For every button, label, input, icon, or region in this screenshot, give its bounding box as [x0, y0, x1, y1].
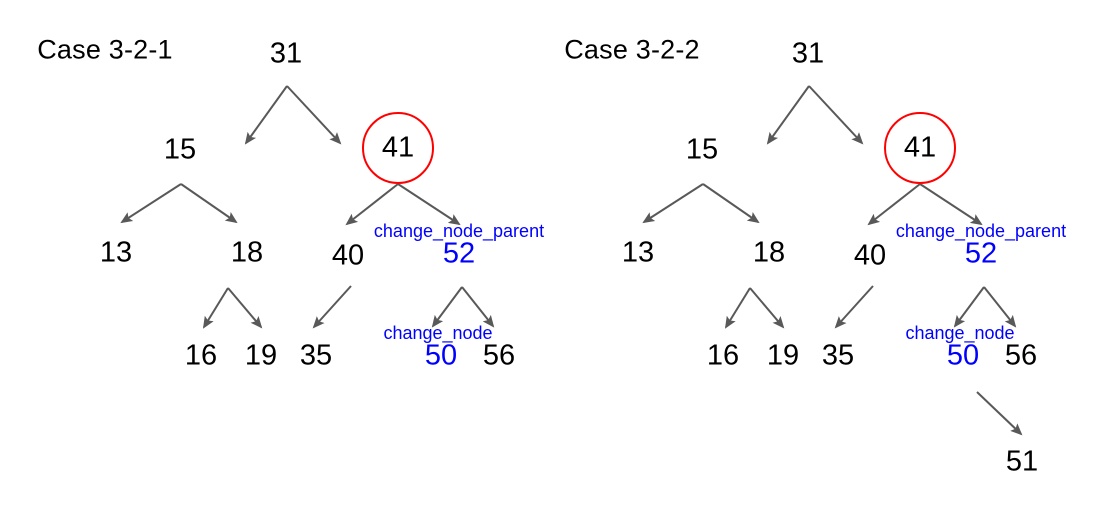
tree-edge-arrow	[180, 183, 238, 224]
tree-edge-arrow	[702, 183, 760, 224]
tree-edge-arrow	[919, 183, 983, 226]
tree-edge-arrow	[953, 286, 985, 328]
tree-node-15: 15	[685, 133, 719, 166]
tree-node-52: 52	[964, 237, 998, 270]
tree-node-18: 18	[230, 236, 264, 269]
tree-edge-arrow	[397, 183, 461, 226]
tree-edge-arrow	[345, 183, 399, 226]
tree-edge-arrow	[808, 85, 864, 145]
tree-edge-arrow	[976, 391, 1023, 436]
panel-title-case-3-2-1: Case 3-2-1	[37, 34, 173, 65]
tree-node-35: 35	[299, 339, 333, 372]
tree-edge-arrow	[766, 85, 810, 145]
tree-edge-arrow	[983, 286, 1017, 328]
tree-node-52: 52	[442, 237, 476, 270]
annotation-label: change_node_parent	[373, 221, 545, 241]
tree-node-41: 41	[903, 131, 937, 164]
tree-node-16: 16	[706, 339, 740, 372]
tree-node-56: 56	[1004, 339, 1038, 372]
tree-edge-arrow	[749, 287, 785, 329]
tree-node-18: 18	[752, 236, 786, 269]
tree-node-50: 50	[946, 339, 980, 372]
tree-node-16: 16	[184, 339, 218, 372]
annotation-label: change_node	[905, 323, 1015, 343]
tree-node-15: 15	[163, 133, 197, 166]
tree-edge-arrow	[120, 183, 182, 224]
tree-node-41: 41	[381, 131, 415, 164]
tree-edge-arrow	[312, 285, 352, 329]
panel-title-case-3-2-2: Case 3-2-2	[564, 34, 700, 65]
tree-edge-arrow	[202, 287, 229, 329]
highlight-circle-icon	[362, 112, 434, 184]
tree-node-56: 56	[482, 339, 516, 372]
tree-node-40: 40	[853, 239, 887, 272]
tree-edge-arrow	[642, 183, 704, 224]
tree-edge-arrow	[461, 286, 495, 328]
tree-edge-arrow	[244, 85, 288, 145]
tree-node-13: 13	[621, 236, 655, 269]
tree-edge-arrow	[867, 183, 921, 226]
tree-edge-arrow	[227, 287, 263, 329]
tree-node-35: 35	[821, 339, 855, 372]
tree-edge-arrow	[834, 285, 874, 329]
tree-edge-arrow	[724, 287, 751, 329]
tree-node-51: 51	[1005, 445, 1039, 478]
tree-node-19: 19	[766, 339, 800, 372]
tree-node-31: 31	[269, 37, 303, 70]
tree-edge-arrow	[431, 286, 463, 328]
annotation-label: change_node	[383, 323, 493, 343]
tree-node-13: 13	[99, 236, 133, 269]
tree-node-31: 31	[791, 37, 825, 70]
tree-node-19: 19	[244, 339, 278, 372]
highlight-circle-icon	[884, 112, 956, 184]
annotation-label: change_node_parent	[895, 221, 1067, 241]
tree-node-40: 40	[331, 239, 365, 272]
tree-node-50: 50	[424, 339, 458, 372]
tree-edge-arrow	[286, 85, 342, 145]
